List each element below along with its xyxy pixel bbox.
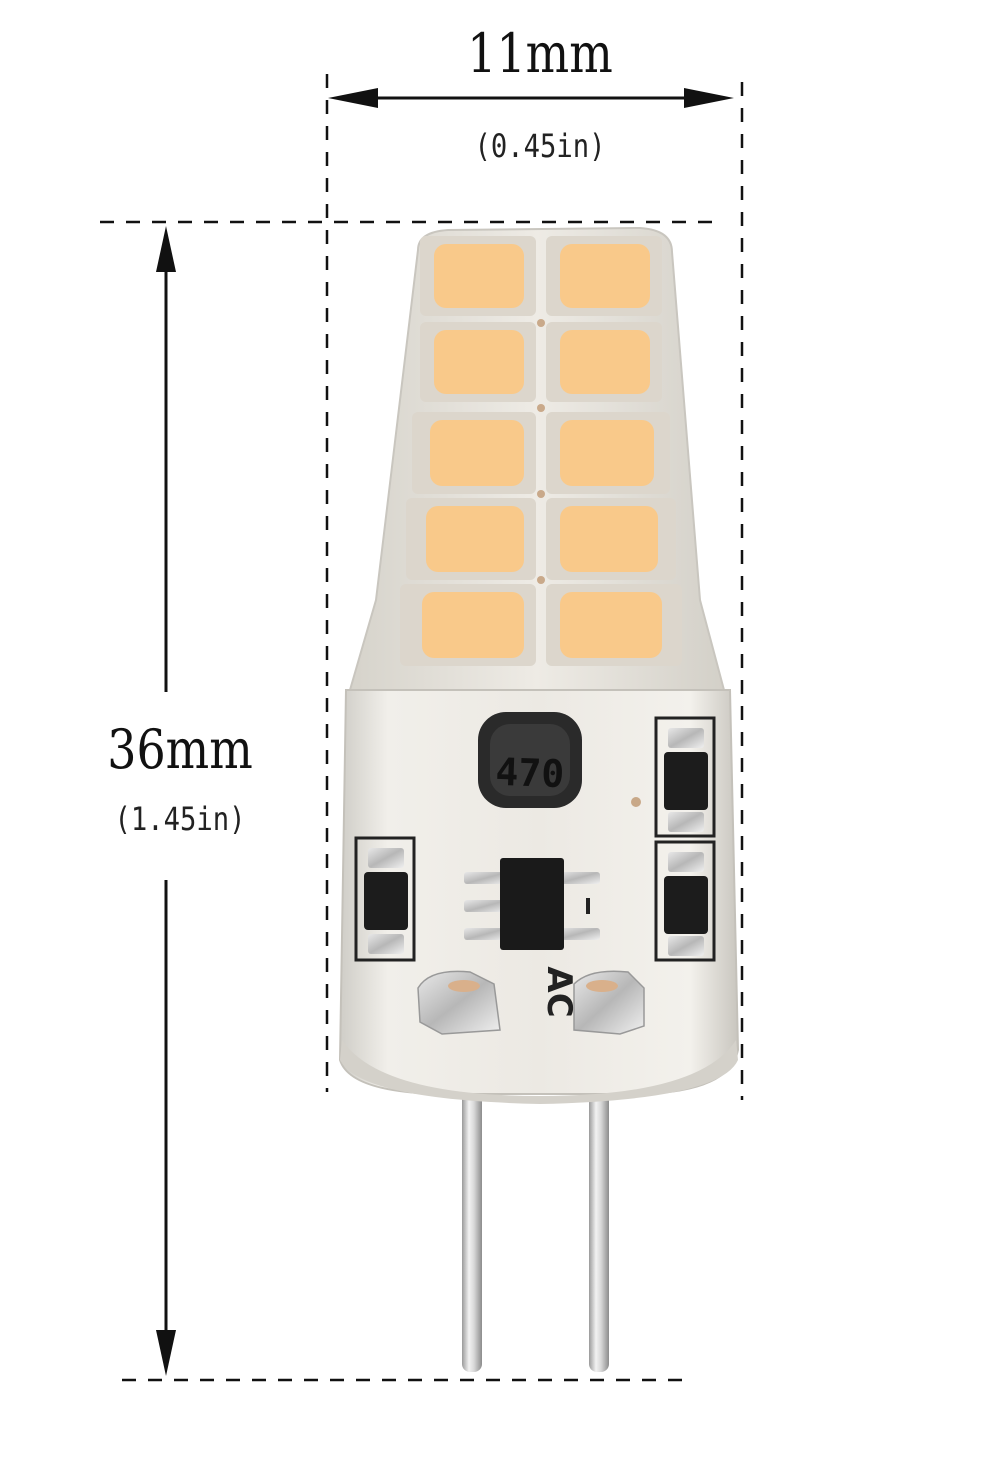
height-arrow (156, 226, 176, 1376)
width-imperial-label: (0.45in) (474, 127, 606, 165)
driver-ic (464, 797, 641, 950)
inductor-marking: 470 (495, 750, 565, 796)
board-marking: AC (539, 966, 579, 1017)
dimension-guides (100, 74, 744, 1382)
diode-bottom-right (654, 840, 716, 962)
right-pin (589, 1040, 609, 1372)
height-imperial-label: (1.45in) (114, 800, 246, 838)
led-array (400, 236, 682, 666)
inductor-component: 470 (478, 712, 582, 808)
bulb-pins (462, 1040, 609, 1372)
width-arrow (328, 88, 734, 108)
pin-terminals (417, 970, 645, 1035)
width-metric-label: 11mm (467, 22, 613, 85)
diode-left (354, 836, 416, 962)
left-pin (462, 1040, 482, 1372)
diode-top-right (654, 716, 716, 838)
height-metric-label: 36mm (107, 718, 253, 781)
